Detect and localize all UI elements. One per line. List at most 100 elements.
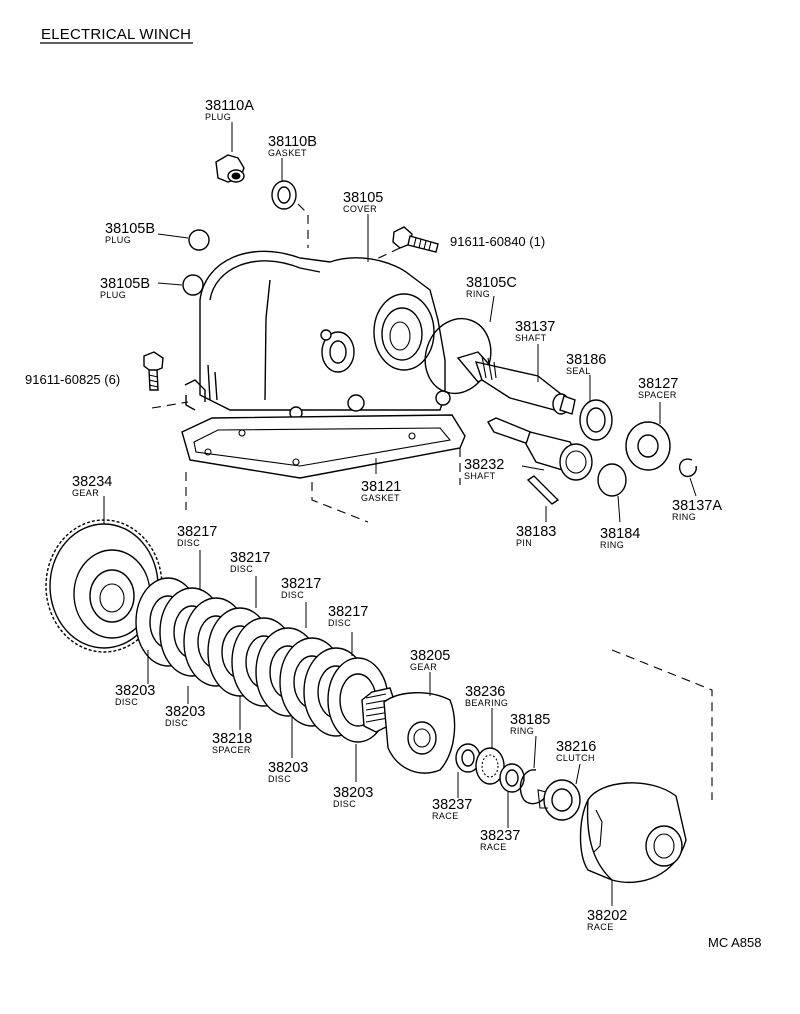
part-name: CLUTCH bbox=[556, 753, 595, 763]
cover-38105-drawing bbox=[184, 250, 451, 420]
part-name: DISC bbox=[165, 718, 188, 728]
plug-38105b-lower-drawing bbox=[182, 274, 204, 296]
part-number: 38237 bbox=[480, 828, 520, 844]
part-number: 38205 bbox=[410, 648, 450, 664]
part-name: DISC bbox=[333, 799, 356, 809]
pin-38183-drawing bbox=[526, 475, 560, 505]
part-name: DISC bbox=[177, 538, 200, 548]
gasket-38121-drawing bbox=[181, 414, 466, 479]
part-number: 38217 bbox=[281, 576, 321, 592]
part-number: 38185 bbox=[510, 712, 550, 728]
part-name: GEAR bbox=[72, 488, 99, 498]
callout-38184: 38184 RING bbox=[600, 526, 640, 550]
callout-38216: 38216 CLUTCH bbox=[556, 739, 596, 763]
part-number: 38202 bbox=[587, 908, 627, 924]
plug-38105b-upper-drawing bbox=[188, 229, 210, 251]
spacer-38127-drawing bbox=[625, 421, 671, 471]
part-name: GEAR bbox=[410, 662, 437, 672]
bearing-38236-drawing bbox=[475, 747, 505, 785]
part-name: PLUG bbox=[205, 112, 231, 122]
gasket-38110b-drawing bbox=[271, 180, 297, 210]
callout-38203-2: 38203 DISC bbox=[165, 704, 205, 728]
callout-38217-4: 38217 DISC bbox=[328, 604, 368, 628]
part-number: 38105C bbox=[466, 275, 517, 291]
callout-38203-4: 38203 DISC bbox=[333, 785, 373, 809]
callout-38105c: 38105C RING bbox=[466, 275, 517, 299]
part-number: 38137 bbox=[515, 319, 555, 335]
part-name: COVER bbox=[343, 204, 377, 214]
part-number: 38105B bbox=[100, 276, 150, 292]
part-name: DISC bbox=[281, 590, 304, 600]
seal-38186-drawing bbox=[579, 399, 613, 441]
part-number: 38234 bbox=[72, 474, 112, 490]
callout-38237-lower: 38237 RACE bbox=[480, 828, 520, 852]
shaft-38137-drawing bbox=[456, 351, 576, 415]
callout-38127: 38127 SPACER bbox=[638, 376, 678, 400]
callout-38105b-lower: 38105B PLUG bbox=[100, 276, 150, 300]
part-number: 38121 bbox=[361, 479, 401, 495]
callout-38203-3: 38203 DISC bbox=[268, 760, 308, 784]
part-number: 38186 bbox=[566, 352, 606, 368]
callout-38110b: 38110B GASKET bbox=[268, 134, 317, 158]
part-name: SPACER bbox=[638, 390, 677, 400]
part-name: RACE bbox=[480, 842, 507, 852]
part-name: RACE bbox=[432, 811, 459, 821]
part-name: RACE bbox=[587, 922, 614, 932]
callout-38183: 38183 PIN bbox=[516, 524, 556, 548]
callout-38137: 38137 SHAFT bbox=[515, 319, 555, 343]
diagram-title: ELECTRICAL WINCH bbox=[41, 26, 191, 43]
part-name: RING bbox=[672, 512, 696, 522]
callout-38186: 38186 SEAL bbox=[566, 352, 606, 376]
callout-38237-upper: 38237 RACE bbox=[432, 797, 472, 821]
callout-91611-60840: 91611-60840 (1) bbox=[450, 234, 545, 249]
part-number: 38105B bbox=[105, 221, 155, 237]
part-number: 38105 bbox=[343, 190, 383, 206]
part-number: 38137A bbox=[672, 498, 722, 514]
part-name: DISC bbox=[115, 697, 138, 707]
part-number: 38110B bbox=[268, 134, 317, 150]
part-name: GASKET bbox=[361, 493, 400, 503]
part-name: GASKET bbox=[268, 148, 307, 158]
part-name: SPACER bbox=[212, 745, 251, 755]
part-name: DISC bbox=[230, 564, 253, 574]
part-name: DISC bbox=[268, 774, 291, 784]
part-name: PLUG bbox=[105, 235, 131, 245]
part-number: 38203 bbox=[165, 704, 205, 720]
part-name: RING bbox=[600, 540, 624, 550]
callout-38105b-upper: 38105B PLUG bbox=[105, 221, 155, 245]
part-number: 38216 bbox=[556, 739, 596, 755]
callout-38121: 38121 GASKET bbox=[361, 479, 401, 503]
part-number: 38217 bbox=[177, 524, 217, 540]
part-number: 38236 bbox=[465, 684, 505, 700]
part-number: 38217 bbox=[230, 550, 270, 566]
callout-38110a: 38110A PLUG bbox=[205, 98, 254, 122]
part-number: 38184 bbox=[600, 526, 640, 542]
part-number: 38203 bbox=[333, 785, 373, 801]
part-number: 38232 bbox=[464, 457, 504, 473]
part-name: PIN bbox=[516, 538, 532, 548]
part-name: SHAFT bbox=[515, 333, 547, 343]
part-labels: 38110A PLUG 38110B GASKET 38105 COVER 38… bbox=[25, 98, 722, 932]
callout-38203-1: 38203 DISC bbox=[115, 683, 155, 707]
plug-38110a-drawing bbox=[215, 154, 245, 183]
part-number: 38127 bbox=[638, 376, 678, 392]
part-name: RING bbox=[510, 726, 534, 736]
part-number: 38183 bbox=[516, 524, 556, 540]
part-name: SEAL bbox=[566, 366, 591, 376]
callout-38105: 38105 COVER bbox=[343, 190, 383, 214]
callout-38205: 38205 GEAR bbox=[410, 648, 450, 672]
race-38237-lower-drawing bbox=[499, 763, 525, 793]
race-38202-drawing bbox=[579, 782, 687, 884]
ring-38137a-drawing bbox=[678, 458, 697, 478]
bolt-91611-60840-drawing bbox=[392, 226, 439, 253]
ring-38184-drawing bbox=[597, 463, 627, 497]
callout-38236: 38236 BEARING bbox=[465, 684, 508, 708]
part-name: PLUG bbox=[100, 290, 126, 300]
part-name: BEARING bbox=[465, 698, 508, 708]
callout-38217-1: 38217 DISC bbox=[177, 524, 217, 548]
callout-38218: 38218 SPACER bbox=[212, 731, 252, 755]
callout-38137a: 38137A RING bbox=[672, 498, 722, 522]
callout-38217-2: 38217 DISC bbox=[230, 550, 270, 574]
diagram-code: MC A858 bbox=[708, 935, 761, 950]
gear-38234-drawing bbox=[45, 519, 163, 653]
